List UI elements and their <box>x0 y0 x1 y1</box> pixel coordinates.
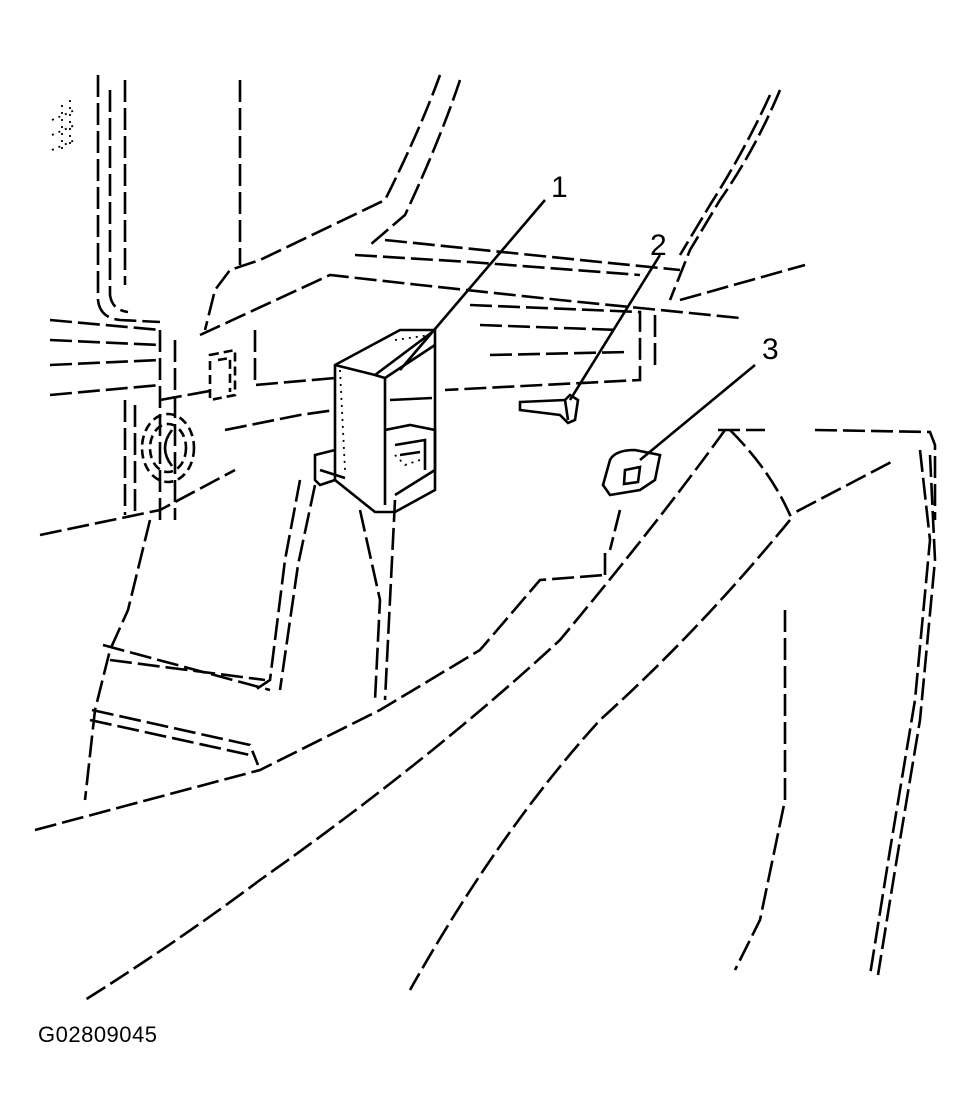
illustration: 1 2 3 <box>34 74 937 1002</box>
dash-panel-upper <box>199 74 806 392</box>
part-2-fastener <box>518 393 580 425</box>
part-3-clip <box>601 448 662 497</box>
right-door-panel <box>84 428 937 1002</box>
left-side-panel <box>39 330 336 537</box>
left-pillar <box>49 75 242 347</box>
callout-2: 2 <box>650 229 667 262</box>
lower-console <box>34 479 607 832</box>
callout-3: 3 <box>762 333 779 366</box>
leader-lines <box>399 199 756 462</box>
callout-1: 1 <box>551 171 568 204</box>
figure-id: G02809045 <box>38 1022 158 1047</box>
part-1-bracket <box>313 328 437 514</box>
